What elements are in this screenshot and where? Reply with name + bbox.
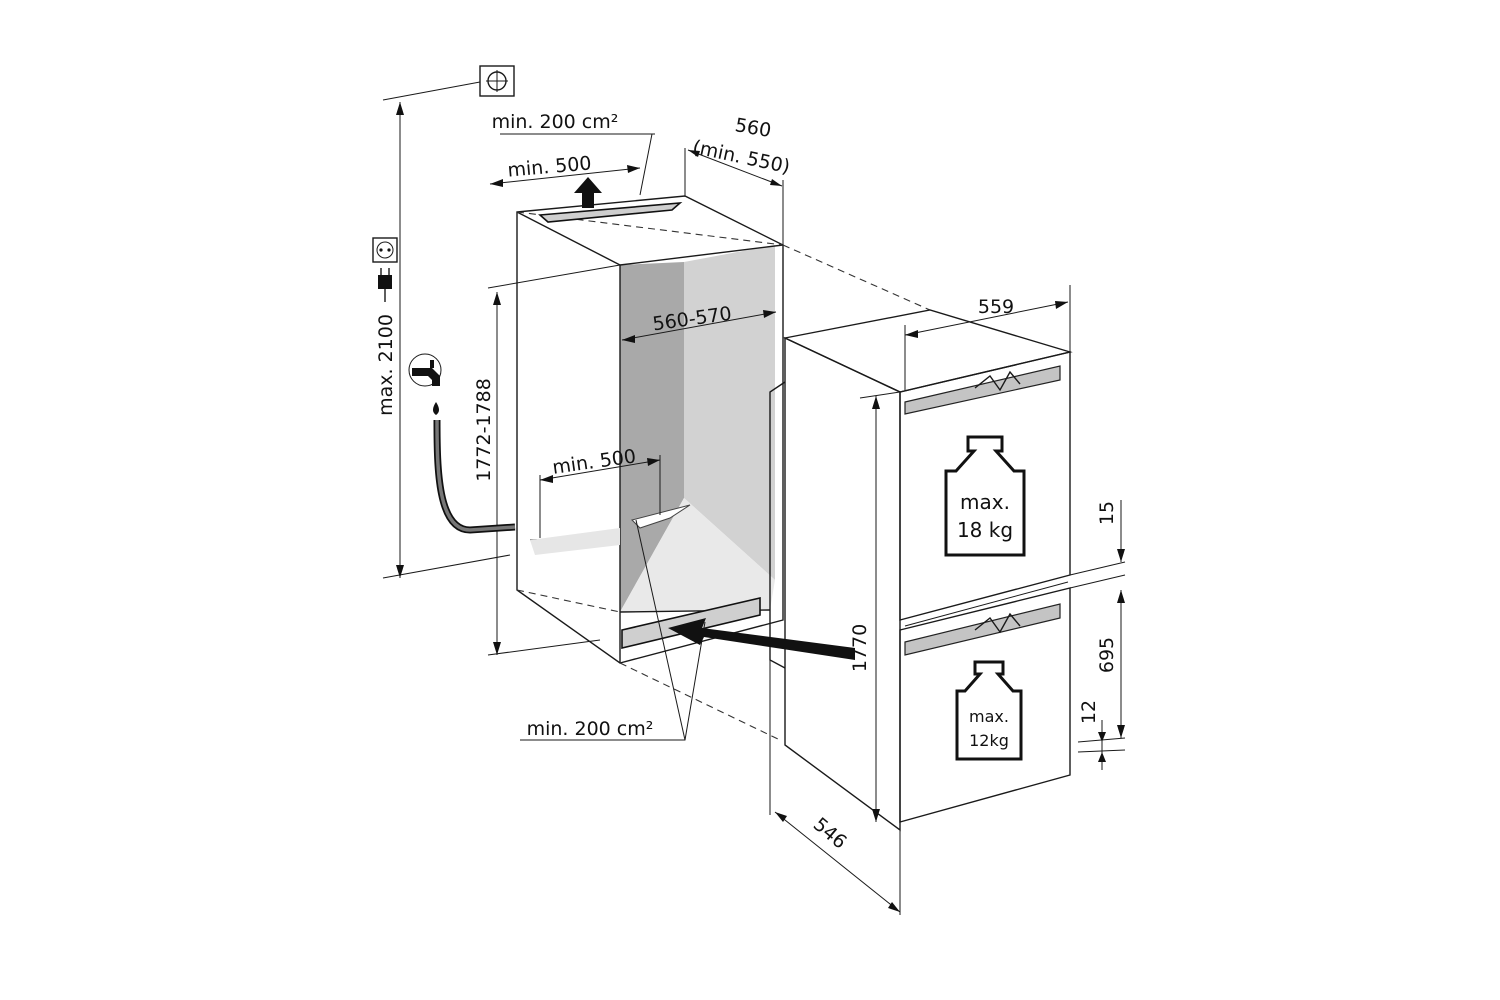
gap-bottom-label: 12: [1078, 700, 1100, 724]
appliance-depth-label: 546: [809, 813, 851, 853]
appliance-width-label: 559: [978, 296, 1014, 318]
airflow-arrow-icon: [574, 177, 602, 208]
airflow-arrow-icon: [668, 618, 855, 660]
niche-height-label: 1772-1788: [473, 378, 495, 482]
fridge-appliance: [769, 309, 1073, 832]
max-height-label: max. 2100: [375, 314, 397, 416]
lower-door-label: 695: [1096, 637, 1118, 673]
top-vent-width-label: min. 500: [507, 152, 593, 181]
appliance-height-label: 1770: [849, 624, 871, 672]
power-plug-icon: [378, 268, 392, 302]
weight-icon: max. 18 kg: [944, 435, 1026, 557]
power-socket-icon: [372, 237, 398, 263]
weight-icon: max. 12kg: [955, 660, 1023, 761]
niche-depth-min-label: (min. 550): [691, 136, 792, 178]
ventilation-symbol-icon: [479, 65, 515, 97]
bottom-vent-area-label: min. 200 cm²: [527, 718, 654, 740]
installation-niche: [516, 195, 784, 664]
upper-weight-value: 18 kg: [957, 518, 1013, 542]
lower-weight-value: 12kg: [969, 731, 1009, 750]
gap-top-label: 15: [1096, 501, 1118, 525]
upper-weight-max: max.: [960, 490, 1010, 514]
water-drop-icon: [433, 402, 439, 415]
top-vent-area-label: min. 200 cm²: [492, 111, 619, 133]
niche-depth-label: 560: [733, 114, 773, 142]
water-tap-icon: [408, 353, 442, 387]
lower-weight-max: max.: [969, 707, 1009, 726]
